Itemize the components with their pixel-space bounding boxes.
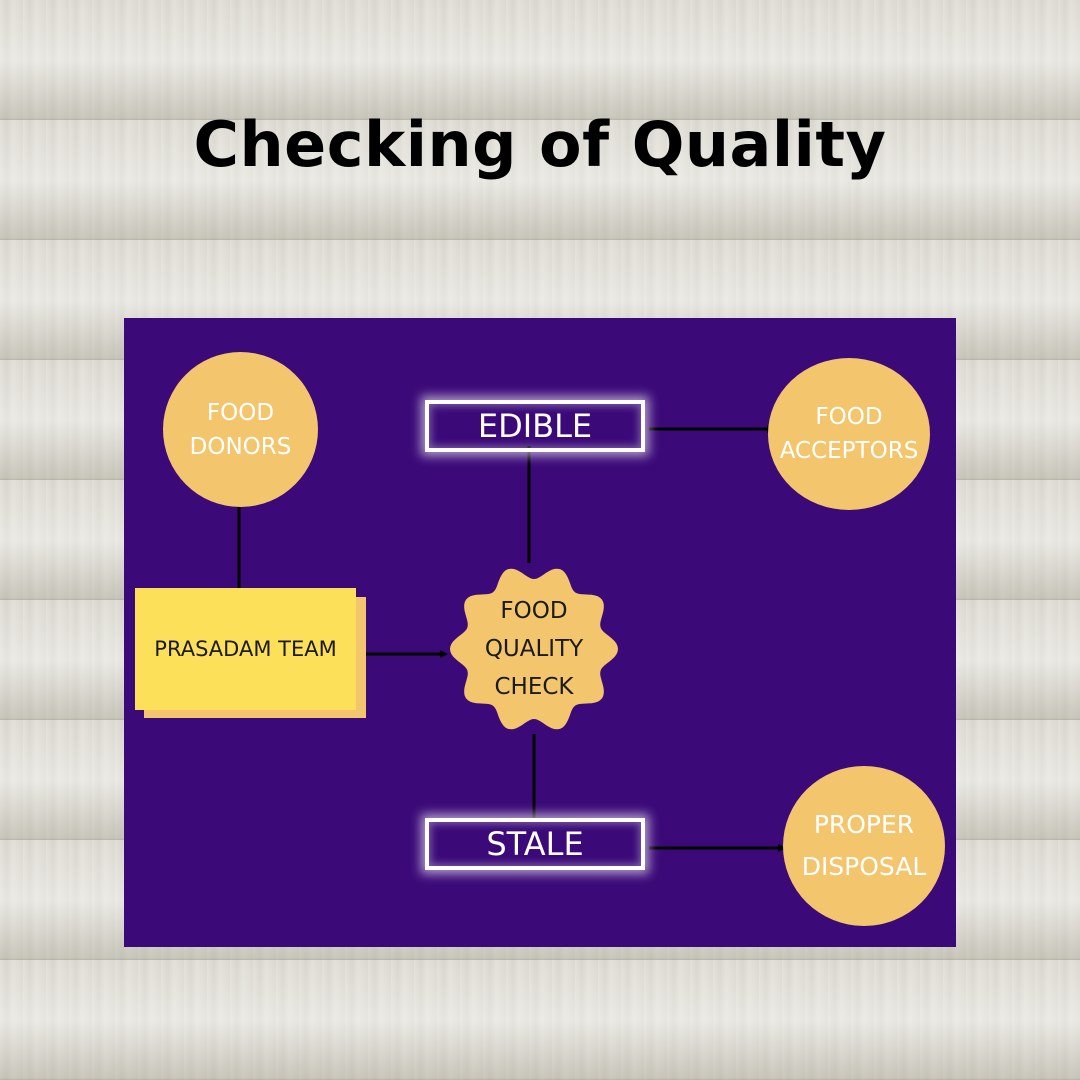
food-donors-node: FOOD DONORS <box>163 352 318 507</box>
flow-diagram: FOOD DONORS PRASADAM TEAM FOOD QUALITY C… <box>124 318 956 947</box>
food-donors-line2: DONORS <box>189 433 292 460</box>
quality-check-line1: FOOD <box>500 598 568 624</box>
prasadam-team-label: PRASADAM TEAM <box>154 637 337 661</box>
connectors <box>235 425 786 852</box>
food-quality-check-node: FOOD QUALITY CHECK <box>447 562 621 736</box>
food-acceptors-line2: ACCEPTORS <box>779 438 919 464</box>
food-acceptors-line1: FOOD <box>815 404 883 430</box>
food-donors-line1: FOOD <box>206 399 275 426</box>
food-acceptors-node: FOOD ACCEPTORS <box>768 358 930 510</box>
proper-disposal-node: PROPER DISPOSAL <box>783 766 945 926</box>
quality-check-line2: QUALITY <box>484 636 584 662</box>
stale-label: STALE <box>486 825 584 863</box>
edible-node: EDIBLE <box>425 400 645 452</box>
page-title: Checking of Quality <box>193 108 887 181</box>
quality-check-line3: CHECK <box>494 674 574 700</box>
edible-label: EDIBLE <box>477 407 593 445</box>
scalloped-badge-shape <box>450 568 618 730</box>
prasadam-team-node: PRASADAM TEAM <box>135 588 356 710</box>
stale-node: STALE <box>425 818 645 870</box>
proper-disposal-line1: PROPER <box>813 810 915 839</box>
proper-disposal-line2: DISPOSAL <box>801 852 927 881</box>
